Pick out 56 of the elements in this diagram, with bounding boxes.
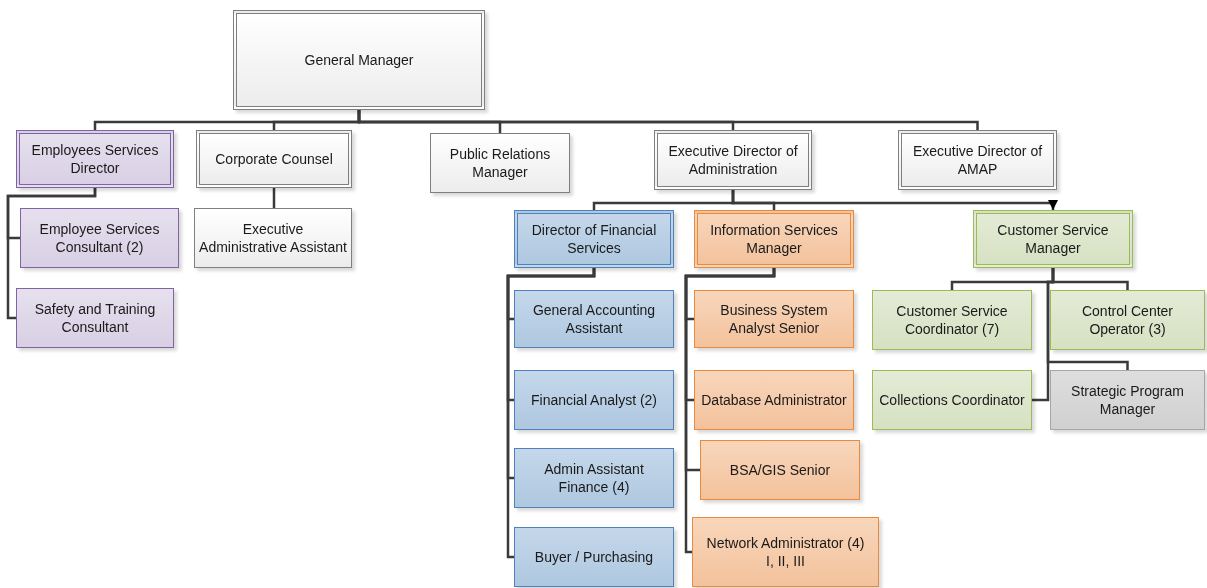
position-box xyxy=(233,10,485,110)
position-title: Financial Analyst (2) xyxy=(530,390,658,410)
position-title: General Manager xyxy=(304,50,414,70)
position-box xyxy=(872,370,1032,430)
position-title: Collections Coordinator xyxy=(879,390,1025,410)
position-box xyxy=(196,130,352,188)
position-title: Corporate Counsel xyxy=(215,149,333,169)
position-title: Executive Director of AMAP xyxy=(911,141,1044,179)
position-box xyxy=(694,210,854,268)
position-title: Strategic Program Manager xyxy=(1070,381,1185,419)
connector-line xyxy=(731,190,1058,210)
position-box xyxy=(872,290,1032,350)
position-title: I, II, III xyxy=(766,552,805,571)
connector-line xyxy=(272,188,276,208)
position-title: Executive Director of Administration xyxy=(667,141,799,179)
position-title: Control Center Operator (3) xyxy=(1080,301,1174,339)
position-box xyxy=(692,517,879,587)
position-title: Customer Service Coordinator (7) xyxy=(895,301,1009,339)
position-title: Employees Services Director xyxy=(30,140,160,178)
position-box xyxy=(514,448,674,508)
position-title: Information Services Manager xyxy=(709,220,839,258)
position-title: Customer Service Manager xyxy=(996,220,1110,258)
position-title: General Accounting Assistant xyxy=(531,300,657,338)
connector-line xyxy=(1046,268,1129,370)
position-title: Employee Services Consultant (2) xyxy=(38,219,161,257)
position-box xyxy=(1050,290,1205,350)
connector-line xyxy=(684,268,776,554)
position-box xyxy=(514,210,674,268)
connector-line xyxy=(6,188,97,320)
position-box xyxy=(694,370,854,430)
position-title: BSA/GIS Senior xyxy=(729,460,831,480)
position-title: Admin Assistant Finance (4) xyxy=(543,459,645,497)
position-box xyxy=(973,210,1133,268)
connector-line xyxy=(357,110,979,130)
position-box xyxy=(898,130,1057,190)
position-title: Business System Analyst Senior xyxy=(719,300,829,338)
position-box xyxy=(16,130,174,188)
position-title: Buyer / Purchasing xyxy=(534,547,654,567)
position-box xyxy=(20,208,179,268)
position-box xyxy=(514,527,674,587)
position-box xyxy=(514,370,674,430)
position-title: Executive Administrative Assistant xyxy=(199,219,347,257)
position-box xyxy=(430,133,570,193)
connector-line xyxy=(506,268,596,559)
position-title: Database Administrator xyxy=(701,390,847,410)
position-title: Safety and Training Consultant xyxy=(33,299,157,337)
position-title: Director of Financial Services xyxy=(530,220,658,258)
position-box xyxy=(1050,370,1205,430)
position-box xyxy=(16,288,174,348)
position-box xyxy=(700,440,860,500)
position-title: Network Administrator (4) xyxy=(706,533,865,552)
position-box xyxy=(654,130,812,190)
position-box xyxy=(194,208,352,268)
position-box xyxy=(514,290,674,348)
position-box xyxy=(694,290,854,348)
position-title: Public Relations Manager xyxy=(448,144,552,182)
